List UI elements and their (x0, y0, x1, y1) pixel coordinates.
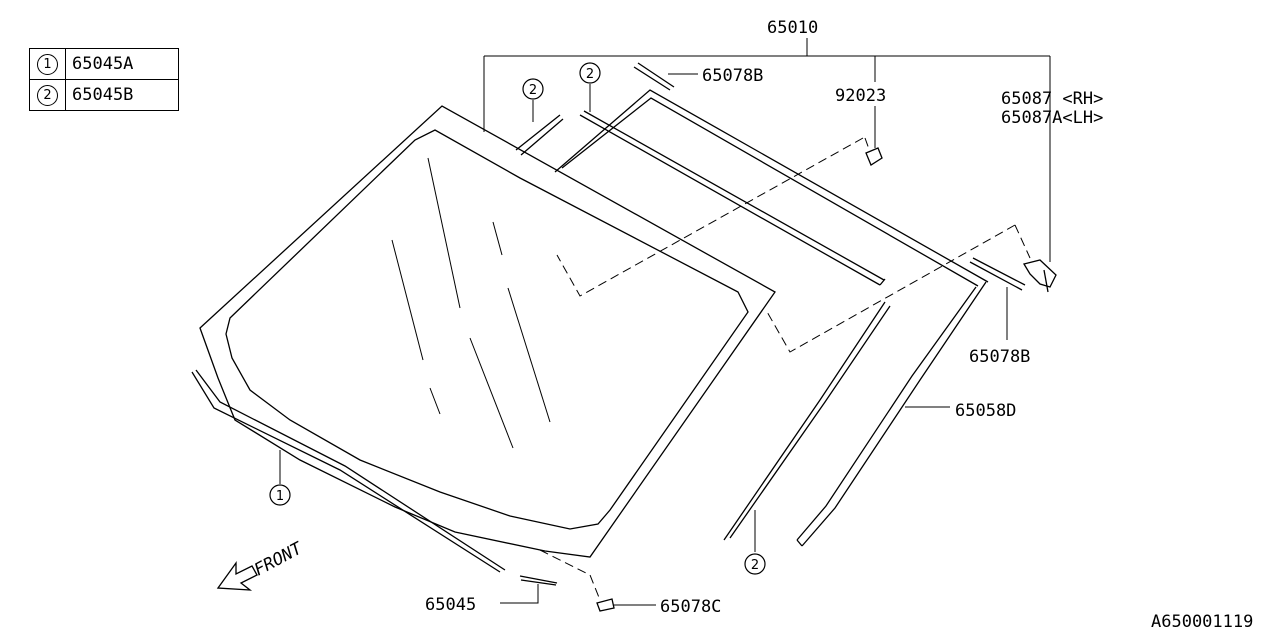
legend-table: 1 65045A 2 65045B (29, 48, 179, 111)
callout-2-bottom-text: 2 (751, 558, 759, 573)
clip-65078B-top (633, 62, 675, 91)
callout-2-mid: 2 (579, 62, 601, 84)
front-arrow: FRONT (216, 538, 307, 591)
lower-molding-strip (191, 369, 506, 573)
clip-65078B-right (969, 257, 1026, 291)
callout-2-mid-text: 2 (586, 67, 594, 82)
diagram-code: A650001119 (1151, 612, 1253, 632)
label-65058D: 65058D (955, 401, 1016, 421)
label-65078C: 65078C (660, 597, 721, 617)
clip-65078C (596, 598, 615, 612)
legend-row-2: 2 65045B (29, 79, 179, 111)
clip-92023 (865, 147, 883, 166)
legend-key-2: 2 (37, 85, 58, 106)
spacer-65045 (519, 575, 558, 586)
callout-2-left-text: 2 (529, 83, 537, 98)
upper-molding-strips (515, 110, 886, 286)
label-65010: 65010 (767, 18, 818, 38)
legend-part-1: 65045A (65, 48, 179, 80)
callout-2-left: 2 (522, 78, 544, 100)
label-92023: 92023 (835, 86, 886, 106)
label-65078B-right: 65078B (969, 347, 1030, 367)
label-65087-rh: 65087 <RH> (1001, 89, 1103, 109)
dam-frame (554, 89, 989, 547)
front-label: FRONT (251, 538, 307, 581)
label-65087A-lh: 65087A<LH> (1001, 108, 1103, 128)
bracket-65087 (1022, 259, 1057, 293)
label-65078B-top: 65078B (702, 66, 763, 86)
callout-2-bottom: 2 (744, 553, 766, 575)
leader-lines (279, 38, 1051, 606)
windshield-glass (199, 105, 776, 558)
callout-1-text: 1 (276, 489, 284, 504)
dashed-reference-lines (539, 137, 1031, 601)
callout-1: 1 (269, 484, 291, 506)
legend-key-1: 1 (37, 54, 58, 75)
side-molding-strip (723, 301, 891, 541)
legend-row-1: 1 65045A (29, 48, 179, 80)
label-65045: 65045 (425, 595, 476, 615)
legend-part-2: 65045B (65, 79, 179, 111)
